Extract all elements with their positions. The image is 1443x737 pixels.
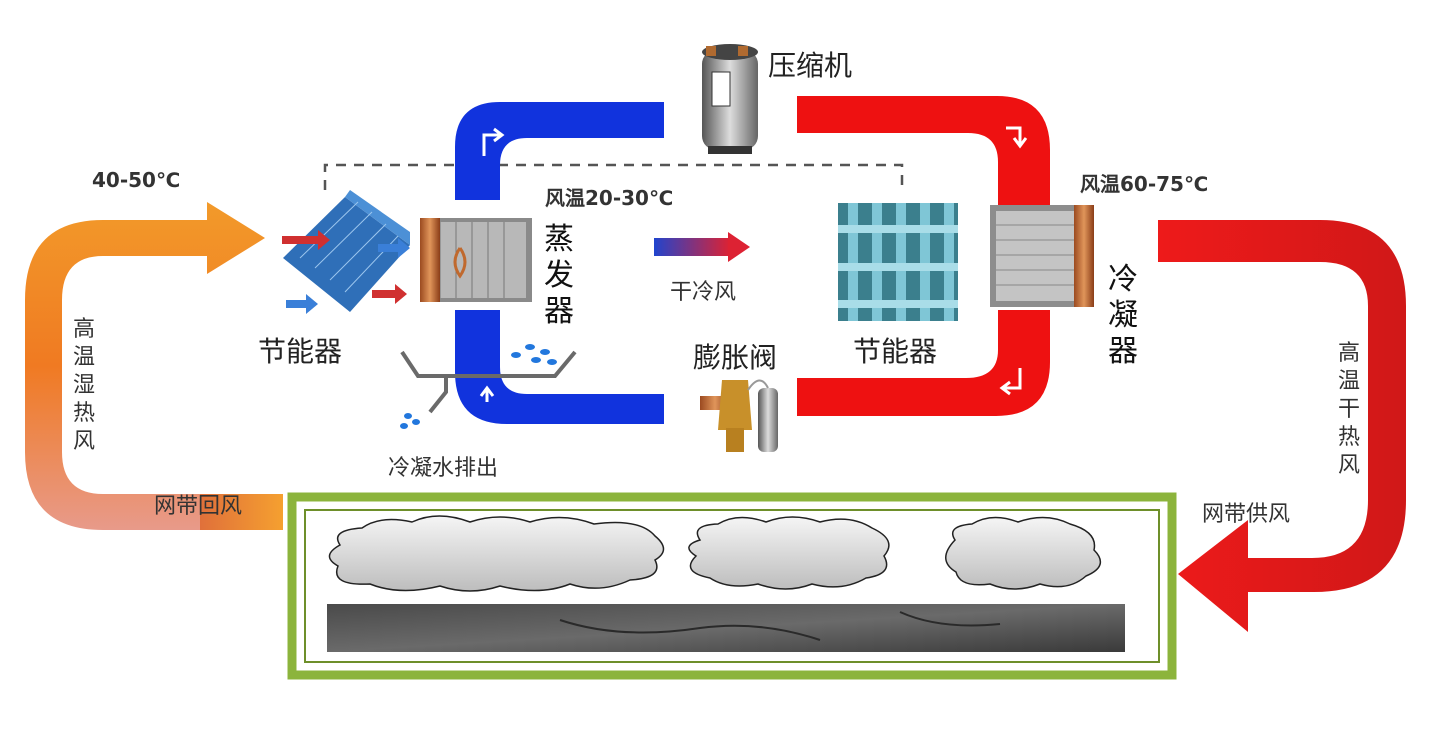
belt-return-air-label: 网带回风: [154, 494, 243, 519]
air-duct-dashed-line: [323, 163, 904, 190]
evaporator-label: 蒸发器: [544, 222, 574, 329]
economizer-right-label: 节能器: [853, 335, 938, 368]
hot-humid-air-label: 高温湿热风: [72, 317, 95, 454]
dry-cold-air-label: 干冷风: [670, 280, 737, 305]
cold-loop-direction-arrows: [479, 127, 505, 402]
condenser-label: 冷凝器: [1108, 262, 1138, 369]
dry-cold-air-arrow: [654, 232, 750, 262]
economizer-left-label: 节能器: [258, 335, 343, 368]
return-air-temp-label: 40-50℃: [92, 168, 181, 192]
compressor-icon: [702, 44, 758, 154]
heat-exchanger-icon: [838, 203, 958, 321]
hot-dry-air-label: 高温干热风: [1337, 341, 1360, 478]
coil-icon: [990, 205, 1094, 307]
cold-refrigerant-loop: [455, 102, 664, 424]
expansion-valve-icon: [700, 379, 778, 452]
evaporator-air-temp-label: 风温20-30℃: [545, 186, 674, 210]
expansion-valve-label: 膨胀阀: [693, 341, 778, 374]
hot-loop-direction-arrows: [999, 126, 1028, 396]
coil-icon: [420, 218, 532, 302]
vapor-cloud: [328, 515, 1102, 592]
heat-exchanger-icon: [282, 190, 410, 314]
drain-tray-icon: [400, 344, 577, 429]
belt-supply-air-label: 网带供风: [1202, 502, 1291, 527]
return-air-arrow: [25, 202, 283, 530]
dryer-chamber: [287, 492, 1177, 680]
compressor-label: 压缩机: [768, 49, 853, 82]
condenser-air-temp-label: 风温60-75℃: [1080, 172, 1209, 196]
supply-air-arrow: [1158, 220, 1406, 632]
hot-refrigerant-loop: [797, 96, 1050, 416]
mesh-belt: [327, 604, 1125, 652]
condensate-drain-label: 冷凝水排出: [388, 456, 499, 481]
